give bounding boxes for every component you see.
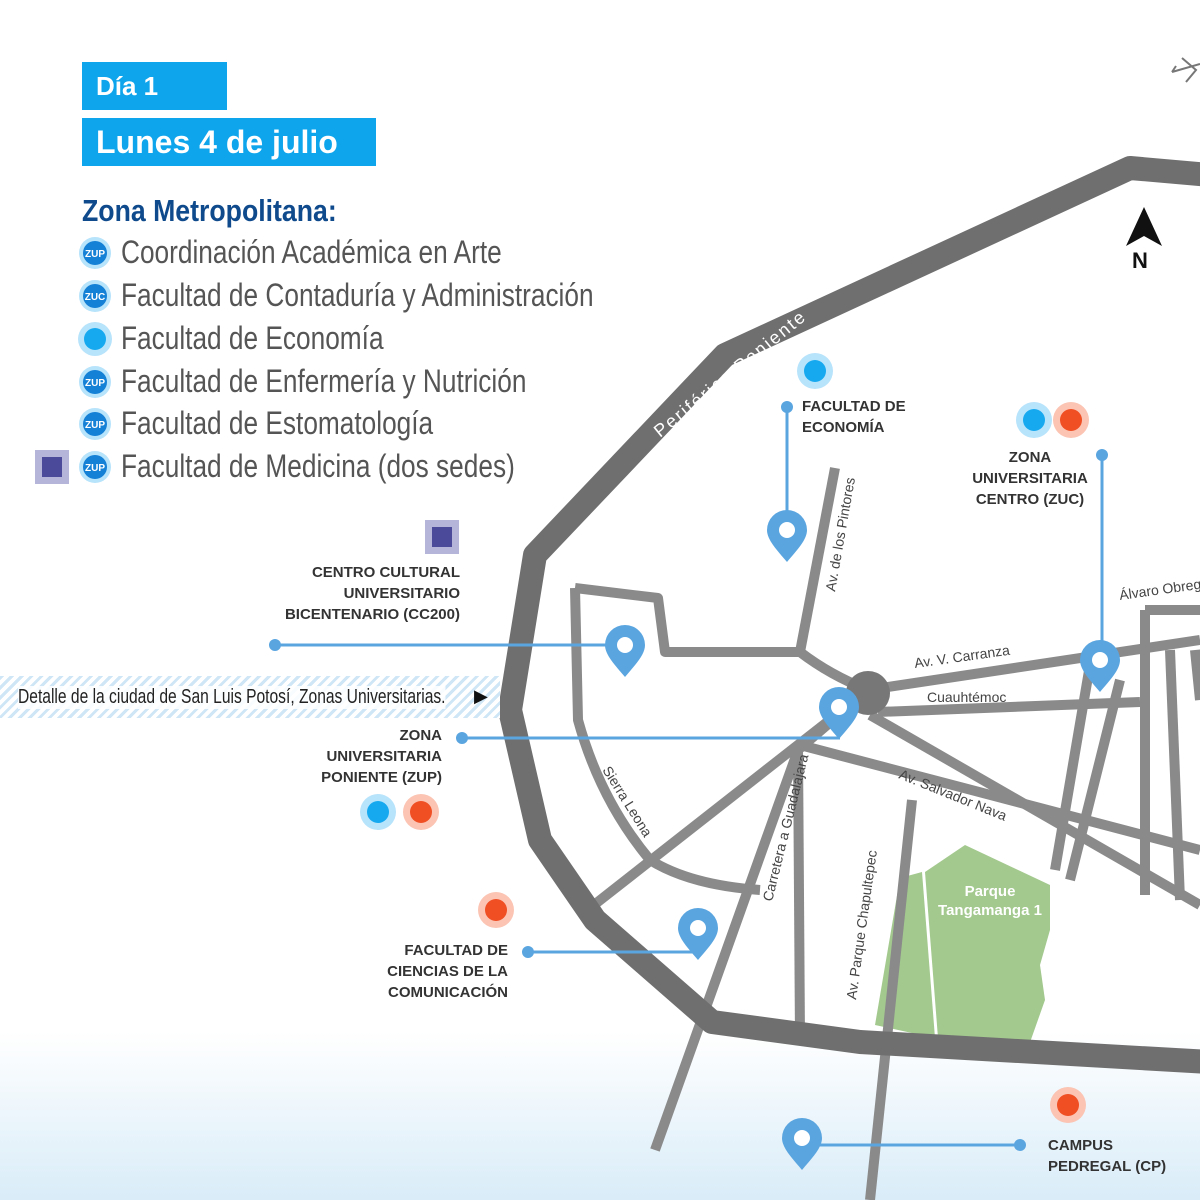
- list-item: ZUC Facultad de Contaduría y Administrac…: [0, 275, 620, 317]
- blue-dot-icon: [78, 322, 112, 356]
- road-label-obregon: Álvaro Obregón: [1118, 573, 1200, 602]
- city-detail-banner: Detalle de la ciudad de San Luis Potosí,…: [0, 676, 500, 718]
- park-label-line: Parque: [964, 883, 1016, 900]
- list-item: ZUP Facultad de Medicina (dos sedes): [0, 446, 620, 488]
- pin-cc200-icon[interactable]: [605, 625, 645, 677]
- faculty-name: Facultad de Contaduría y Administración: [121, 277, 594, 313]
- label-cc200: CENTRO CULTURAL UNIVERSITARIO BICENTENAR…: [262, 562, 460, 625]
- list-item: ZUP Facultad de Enfermería y Nutrición: [0, 361, 620, 403]
- north-arrow-icon: [1126, 207, 1162, 246]
- label-line: CENTRO (ZUC): [975, 491, 1085, 508]
- list-item: ZUP Facultad de Estomatología: [0, 403, 620, 445]
- label-zuc: ZONA UNIVERSITARIA CENTRO (ZUC): [960, 447, 1100, 510]
- callout-lines: [275, 407, 1104, 1147]
- label-line: COMUNICACIÓN: [388, 984, 508, 1001]
- label-line: UNIVERSITARIO: [343, 585, 460, 602]
- pin-zuc-icon[interactable]: [1080, 640, 1120, 692]
- red-dot-icon: [1053, 402, 1089, 438]
- label-campus-pedregal: CAMPUS PEDREGAL (CP): [1048, 1135, 1166, 1177]
- zup-badge-icon: ZUP: [79, 366, 111, 398]
- pin-economia-icon[interactable]: [767, 510, 807, 562]
- label-line: PEDREGAL (CP): [1048, 1158, 1167, 1175]
- list-item: Facultad de Economía: [0, 318, 620, 360]
- play-arrow-icon: ▶: [474, 686, 488, 706]
- label-facultad-economia: FACULTAD DE ECONOMÍA: [802, 396, 906, 438]
- red-dot-icon: [1050, 1087, 1086, 1123]
- label-line: ZONA: [1008, 449, 1052, 466]
- north-label: N: [1132, 248, 1148, 273]
- label-line: ECONOMÍA: [802, 419, 885, 436]
- svg-text:ZUP: ZUP: [85, 249, 105, 260]
- periferico-ring: [498, 156, 1200, 1074]
- label-line: CIENCIAS DE LA: [387, 963, 508, 980]
- banner-text: Detalle de la ciudad de San Luis Potosí,…: [18, 686, 446, 709]
- zup-badge-icon: ZUP: [79, 408, 111, 440]
- zone-title: Zona Metropolitana:: [82, 193, 337, 228]
- red-dot-icon: [478, 892, 514, 928]
- pin-zup-icon[interactable]: [819, 687, 859, 739]
- airplane-icon: [1171, 57, 1200, 83]
- label-line: FACULTAD DE: [802, 398, 906, 415]
- day-tag: Día 1: [82, 62, 227, 110]
- label-line: ZONA: [399, 727, 443, 744]
- svg-text:ZUC: ZUC: [85, 292, 106, 303]
- label-line: CENTRO CULTURAL: [311, 564, 460, 581]
- label-zup: ZONA UNIVERSITARIA PONIENTE (ZUP): [300, 725, 442, 788]
- list-item: ZUP Coordinación Académica en Arte: [0, 232, 620, 274]
- blue-dot-icon: [797, 353, 833, 389]
- label-line: UNIVERSITARIA: [972, 470, 1088, 487]
- red-dot-icon: [403, 794, 439, 830]
- label-line: CAMPUS: [1048, 1137, 1114, 1154]
- label-comunicacion: FACULTAD DE CIENCIAS DE LA COMUNICACIÓN: [360, 940, 508, 1003]
- callout-end-dots: [269, 401, 1108, 1151]
- pin-comunicacion-icon[interactable]: [678, 908, 718, 960]
- zuc-badge-icon: ZUC: [79, 280, 111, 312]
- park-label: Parque Tangamanga 1: [930, 882, 1050, 920]
- road-label-chapultepec: Av. Parque Chapultepec: [843, 849, 880, 1000]
- blue-dot-icon: [1016, 402, 1052, 438]
- pin-pedregal-icon[interactable]: [782, 1118, 822, 1170]
- zup-badge-icon: ZUP: [79, 237, 111, 269]
- secondary-roads: [570, 467, 1200, 1200]
- svg-text:ZUP: ZUP: [85, 463, 105, 474]
- faculty-name: Facultad de Enfermería y Nutrición: [121, 363, 527, 399]
- location-pins: [605, 510, 1120, 1170]
- date-tag: Lunes 4 de julio: [82, 118, 376, 166]
- faculty-name: Facultad de Medicina (dos sedes): [121, 448, 515, 484]
- svg-text:ZUP: ZUP: [85, 420, 105, 431]
- faculty-name: Coordinación Académica en Arte: [121, 234, 502, 270]
- svg-text:ZUP: ZUP: [85, 378, 105, 389]
- park-label-line: Tangamanga 1: [938, 902, 1042, 919]
- label-line: UNIVERSITARIA: [326, 748, 442, 765]
- label-line: PONIENTE (ZUP): [321, 769, 442, 786]
- faculty-name: Facultad de Estomatología: [121, 405, 434, 441]
- medicina-zup-badge-icon: ZUP: [35, 450, 111, 484]
- road-label-cuauhtemoc: Cuauhtémoc: [927, 689, 1006, 705]
- blue-dot-icon: [360, 794, 396, 830]
- label-line: FACULTAD DE: [404, 942, 508, 959]
- label-line: BICENTENARIO (CC200): [284, 606, 460, 623]
- category-dots: [360, 353, 1089, 1123]
- faculty-name: Facultad de Economía: [121, 320, 384, 356]
- park-tangamanga-1: [925, 845, 1050, 1048]
- medicina-square-icon: [425, 520, 459, 554]
